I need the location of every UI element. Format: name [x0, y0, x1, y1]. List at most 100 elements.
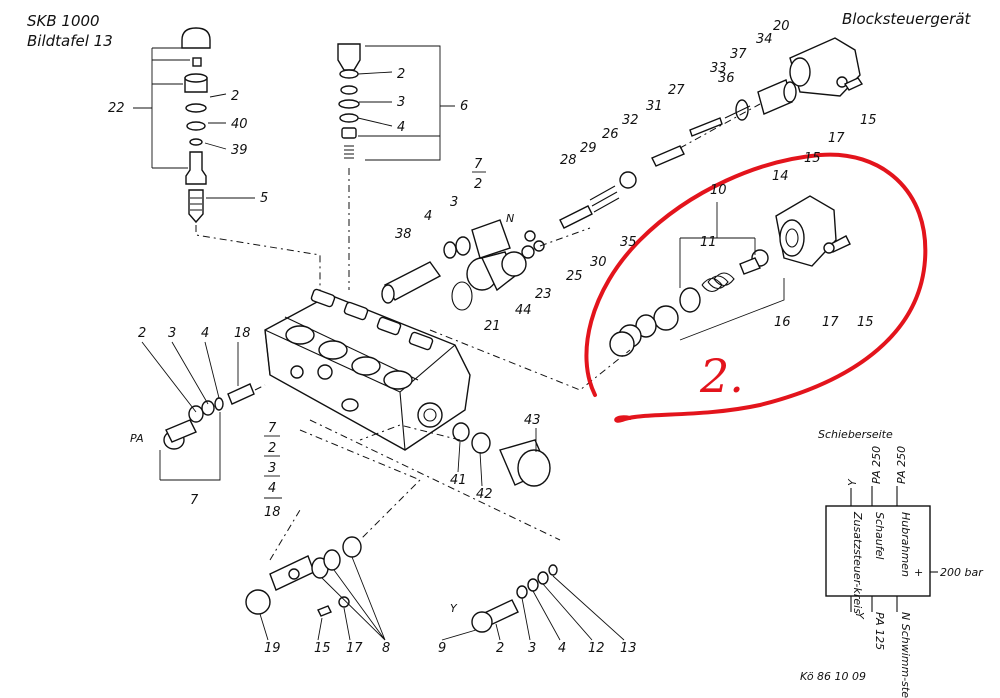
item-6-stack [337, 43, 455, 161]
callout: 10 [710, 183, 727, 198]
model-label: SKB 1000 [27, 12, 100, 30]
port-fittings [452, 422, 551, 487]
callout: 2 [138, 326, 146, 341]
reference-label: Kö 86 10 09 [800, 670, 866, 683]
callout: 33 [710, 61, 727, 76]
callout: 27 [668, 83, 685, 98]
callout: 8 [382, 641, 390, 656]
callout: 17 [828, 131, 845, 146]
callout: 14 [772, 169, 789, 184]
callout: 23 [535, 287, 552, 302]
section-label: Zusatzsteuer-kreis [851, 511, 864, 614]
callout: 19 [264, 641, 281, 656]
callout: 3 [168, 326, 176, 341]
pressure-label: 200 bar [940, 566, 984, 579]
callout: 16 [774, 315, 791, 330]
port-label: PA 250 [895, 446, 908, 484]
callout: 7 [474, 157, 483, 172]
callout: 2 [268, 441, 276, 456]
callout: 29 [580, 141, 597, 156]
bottom-label: Y [853, 612, 866, 620]
callout: 28 [560, 153, 577, 168]
callout: N [506, 212, 514, 225]
hydraulic-schematic [825, 486, 938, 612]
diagram-title: Blocksteuergerät [842, 10, 971, 28]
callout: 15 [860, 113, 877, 128]
callout: 30 [590, 255, 607, 270]
callout: 26 [602, 127, 619, 142]
callout: 43 [524, 413, 541, 428]
schieberseite-label: Schieberseite [818, 428, 893, 441]
callout: 38 [395, 227, 412, 242]
callout: 4 [268, 481, 276, 496]
callout: 35 [620, 235, 637, 250]
callout-labels: 20 34 37 36 33 27 31 32 26 29 28 15 17 3… [108, 19, 877, 656]
middle-components [381, 219, 545, 311]
callout: 42 [476, 487, 493, 502]
callout: 36 [718, 71, 735, 86]
callout: Y [450, 602, 458, 615]
callout: 31 [646, 99, 663, 114]
callout: 6 [460, 99, 468, 114]
callout: 4 [424, 209, 432, 224]
callout-leaders [141, 341, 625, 641]
callout: 11 [700, 235, 717, 250]
bottom-right-group [471, 564, 558, 633]
valve-block [264, 288, 471, 451]
bottom-left-group [245, 536, 362, 617]
callout: 17 [346, 641, 363, 656]
port-label: PA 250 [870, 446, 883, 484]
plate-label: Bildtafel 13 [27, 32, 113, 50]
callout: 7 [268, 421, 277, 436]
callout: 15 [857, 315, 874, 330]
plus-label: + [914, 566, 923, 579]
callout: 7 [190, 493, 199, 508]
callout: 40 [231, 117, 248, 132]
callout: 44 [515, 303, 532, 318]
upper-right-assembly [524, 37, 864, 242]
callout: 18 [264, 505, 281, 520]
section-label: Hubrahmen [899, 512, 912, 577]
bottom-label: N Schwimm-stellung [899, 612, 912, 698]
y-label: Y [846, 478, 859, 486]
callout: 2 [397, 67, 405, 82]
callout: 9 [438, 641, 446, 656]
red-annotation-circle [584, 152, 928, 423]
callout: 4 [558, 641, 566, 656]
schematic-labels: Schieberseite PA 250 PA 250 Y Hubrahmen … [800, 428, 984, 698]
callout: 3 [528, 641, 536, 656]
callout: 25 [566, 269, 583, 284]
center-lines [195, 168, 631, 561]
left-pa-group [159, 383, 255, 481]
callout: PA [130, 432, 144, 445]
callout: 21 [484, 319, 501, 334]
callout: 3 [268, 461, 276, 476]
callout: 20 [773, 19, 790, 34]
callout: 41 [450, 473, 467, 488]
callout: 5 [260, 191, 268, 206]
callout: 18 [234, 326, 251, 341]
right-valve-group [609, 195, 851, 357]
callout: 2 [496, 641, 504, 656]
callout: 39 [231, 143, 248, 158]
callout: 15 [804, 151, 821, 166]
callout: 22 [108, 101, 125, 116]
item-22-stack [133, 27, 255, 224]
callout: 34 [756, 32, 773, 47]
callout: 3 [397, 95, 405, 110]
callout: 4 [397, 120, 405, 135]
callout: 15 [314, 641, 331, 656]
callout: 37 [730, 47, 747, 62]
callout: 3 [450, 195, 458, 210]
callout: 2 [474, 177, 482, 192]
callout: 13 [620, 641, 637, 656]
callout: 4 [201, 326, 209, 341]
callout: 17 [822, 315, 839, 330]
section-label: Schaufel [873, 512, 886, 559]
bottom-label: PA 125 [873, 612, 886, 650]
callout: 12 [588, 641, 605, 656]
callout: 32 [622, 113, 639, 128]
handwritten-annotation: 2. [699, 349, 744, 403]
